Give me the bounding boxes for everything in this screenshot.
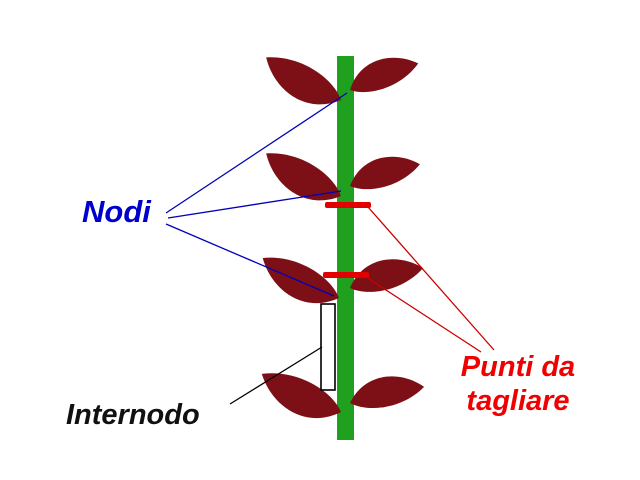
- nodi-connector-2: [167, 190, 342, 219]
- cut-mark-1: [325, 202, 371, 208]
- punti-connector-1: [367, 206, 495, 351]
- internode-bracket: [320, 303, 336, 391]
- leaf-node4-right: [346, 371, 427, 413]
- nodi-connector-3: [165, 223, 335, 297]
- internodo-connector: [229, 346, 323, 405]
- label-punti-line2: tagliare: [466, 385, 570, 418]
- cut-marks: [323, 202, 371, 278]
- nodi-connector-1: [165, 92, 348, 214]
- leaf-node1-right: [343, 48, 423, 99]
- cut-mark-2: [323, 272, 369, 278]
- leaf-node1-left: [256, 44, 347, 120]
- leaf-node2-right: [345, 149, 424, 195]
- label-punti-da-tagliare: Punti da tagliare: [436, 350, 600, 418]
- label-punti-line1: Punti da: [460, 351, 576, 383]
- label-nodi: Nodi: [82, 194, 151, 229]
- punti-connectors: [365, 206, 495, 353]
- stem: [337, 56, 354, 440]
- punti-connector-2: [365, 276, 482, 353]
- nodi-connectors: [165, 92, 348, 297]
- label-internodo: Internodo: [66, 399, 200, 431]
